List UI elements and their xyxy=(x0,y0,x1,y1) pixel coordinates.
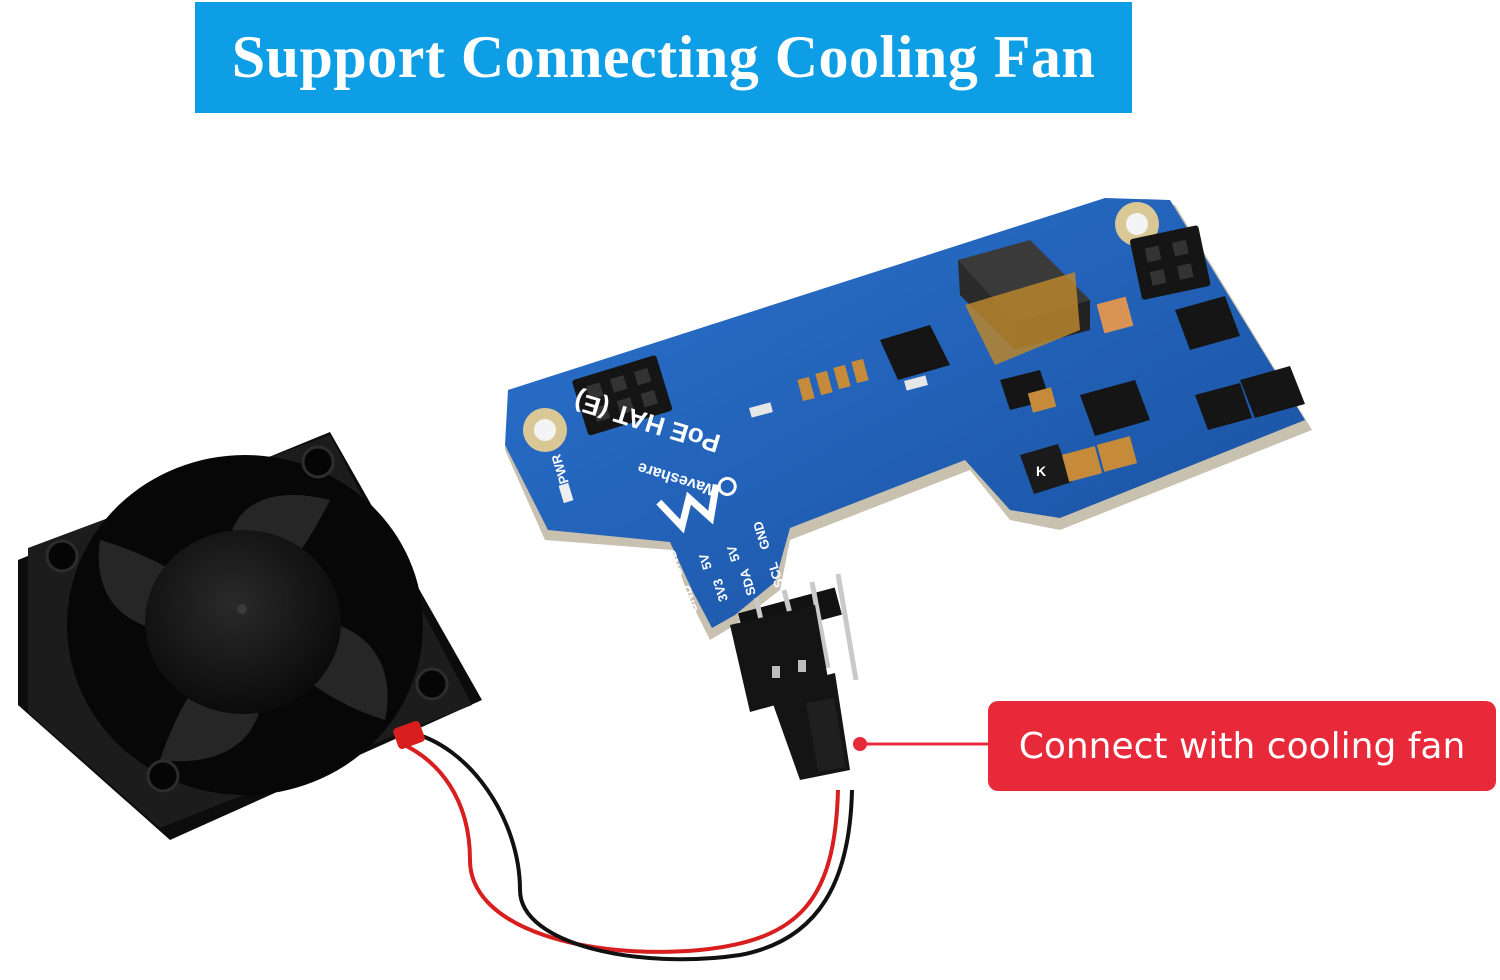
ic-chip xyxy=(1175,296,1240,350)
inductor: K xyxy=(1020,444,1072,494)
fan-screw-hole xyxy=(415,667,449,701)
ic-chip xyxy=(1080,380,1150,436)
fan-cable-boot xyxy=(393,721,425,749)
title-banner: Support Connecting Cooling Fan xyxy=(195,2,1132,113)
ic-chip xyxy=(1240,366,1305,418)
fan-cable xyxy=(393,721,854,962)
pin-label: SCL xyxy=(765,560,787,589)
pin-label: 5V xyxy=(724,544,743,564)
fan-screw-hole xyxy=(301,445,335,479)
poe-hat-board: K PoE HAT (E) Waveshare PWR GND G xyxy=(505,198,1312,640)
fan-connector xyxy=(730,605,850,780)
title-text: Support Connecting Cooling Fan xyxy=(231,24,1096,90)
header-2x3 xyxy=(572,355,673,436)
callout-box: Connect with cooling fan xyxy=(988,701,1496,791)
mounting-hole xyxy=(534,419,556,441)
capacitors xyxy=(749,296,1138,482)
waveshare-logo-icon xyxy=(656,476,737,534)
fan-hub xyxy=(145,530,341,714)
pin-label: 3V3 xyxy=(710,577,731,604)
red-wire xyxy=(397,740,840,954)
ic-chip xyxy=(880,325,950,380)
callout-text: Connect with cooling fan xyxy=(1018,725,1466,767)
transformer xyxy=(958,240,1090,365)
black-wire xyxy=(407,730,854,962)
callout-pointer xyxy=(853,737,988,751)
fan-screw-hole xyxy=(146,759,180,793)
cooling-fan xyxy=(18,432,482,840)
header-2x2 xyxy=(1130,225,1211,300)
fan-hub-center xyxy=(237,604,247,614)
pin-label: 5V xyxy=(696,552,715,572)
pwr-led xyxy=(558,482,574,504)
inductor-mark: K xyxy=(1036,463,1046,479)
fan-screw-hole xyxy=(45,539,79,573)
mounting-hole xyxy=(1126,213,1148,235)
ic-chip xyxy=(1195,383,1252,430)
